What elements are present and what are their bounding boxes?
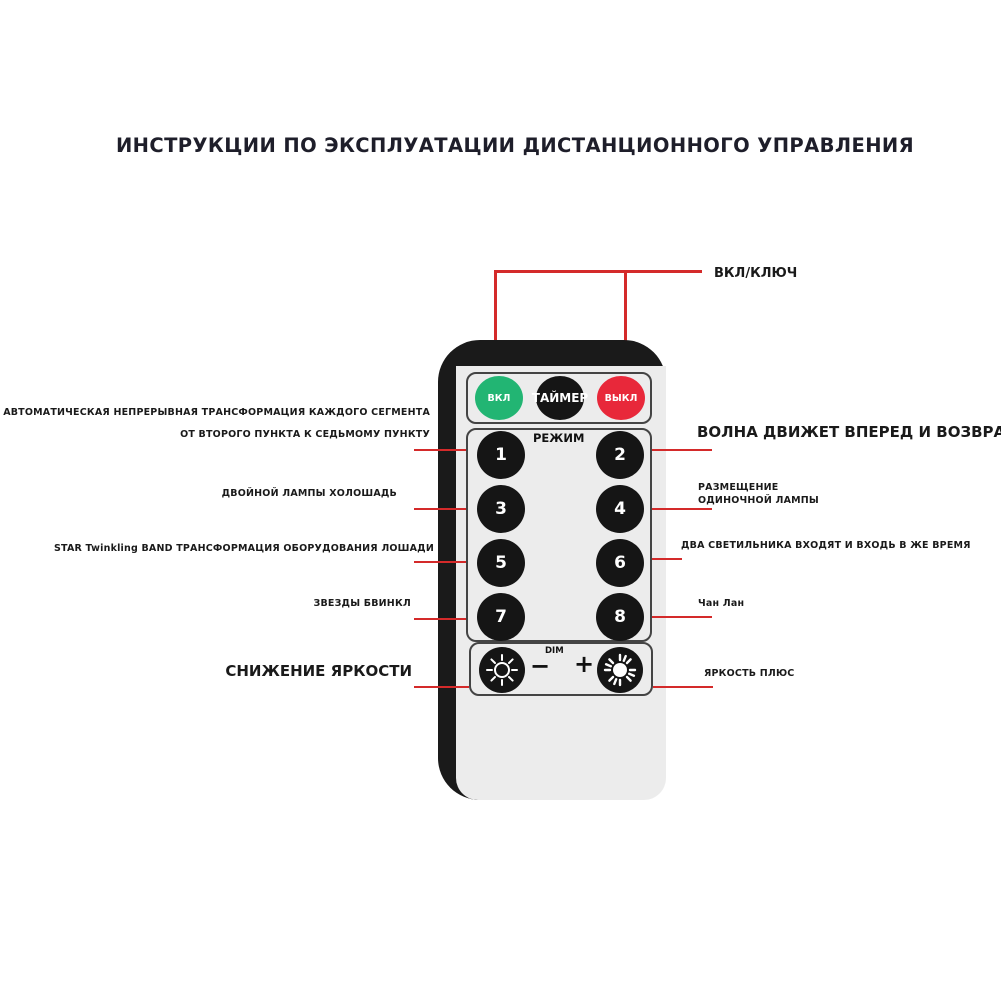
sun-filled-icon [603, 653, 637, 687]
label-bright-up: ЯРКОСТЬ ПЛЮС [704, 668, 795, 679]
on-button[interactable]: ВКЛ [475, 376, 523, 420]
label-mode5: STAR Twinkling BAND ТРАНСФОРМАЦИЯ ОБОРУД… [53, 543, 434, 554]
minus-sign: − [530, 652, 551, 680]
on-button-label: ВКЛ [487, 392, 511, 404]
label-on-key: ВКЛ/КЛЮЧ [714, 266, 798, 281]
label-mode3: ДВОЙНОЙ ЛАМПЫ ХОЛОШАДЬ [221, 488, 397, 499]
line-bright-up [653, 686, 713, 688]
dim-label: DIM [545, 646, 564, 656]
line-mode5 [414, 561, 466, 563]
mode-button-6[interactable]: 6 [596, 539, 644, 587]
mode-button-2[interactable]: 2 [596, 431, 644, 479]
timer-button-label: ТАЙМЕР [531, 391, 589, 405]
off-button[interactable]: ВЫКЛ [597, 376, 645, 420]
mode-button-3[interactable]: 3 [477, 485, 525, 533]
label-mode4-line2: ОДИНОЧНОЙ ЛАМПЫ [698, 495, 819, 506]
off-button-label: ВЫКЛ [604, 392, 638, 404]
line-mode8 [652, 616, 712, 618]
mode-button-5[interactable]: 5 [477, 539, 525, 587]
line-mode4 [652, 508, 712, 510]
mode-button-1[interactable]: 1 [477, 431, 525, 479]
label-mode2: ВОЛНА ДВИЖЕТ ВПЕРЕД И ВОЗВРАТ [697, 423, 1001, 441]
label-mode1-line1: АВТОМАТИЧЕСКАЯ НЕПРЕРЫВНАЯ ТРАНСФОРМАЦИЯ… [3, 407, 430, 418]
label-dim-down: СНИЖЕНИЕ ЯРКОСТИ [225, 662, 412, 680]
mode-button-4[interactable]: 4 [596, 485, 644, 533]
line-mode6 [652, 558, 682, 560]
label-mode6: ДВА СВЕТИЛЬНИКА ВХОДЯТ И ВХОДЬ В ЖЕ ВРЕМ… [681, 540, 971, 551]
label-mode7: ЗВЕЗДЫ БВИНКЛ [313, 598, 411, 609]
label-mode8: Чан Лан [698, 598, 745, 609]
power-bracket-top-line [494, 270, 702, 273]
mode-button-8[interactable]: 8 [596, 593, 644, 641]
power-bracket-left-line [494, 270, 497, 382]
mode-label: РЕЖИМ [533, 431, 585, 445]
line-mode3 [414, 508, 466, 510]
page-title: ИНСТРУКЦИИ ПО ЭКСПЛУАТАЦИИ ДИСТАНЦИОННОГ… [115, 134, 915, 157]
mode-button-7[interactable]: 7 [477, 593, 525, 641]
line-mode2 [652, 449, 712, 451]
label-mode1-line2: ОТ ВТОРОГО ПУНКТА К СЕДЬМОМУ ПУНКТУ [180, 429, 430, 440]
power-bracket-right-line [624, 270, 627, 382]
sun-outline-icon [486, 654, 518, 686]
label-mode4-line1: РАЗМЕЩЕНИЕ [698, 482, 779, 493]
plus-sign: + [574, 650, 595, 678]
line-dim-down [414, 686, 469, 688]
timer-button[interactable]: ТАЙМЕР [532, 376, 588, 420]
bright-up-button[interactable] [597, 647, 643, 693]
line-mode1 [414, 449, 466, 451]
line-mode7 [414, 618, 466, 620]
dim-down-button[interactable] [479, 647, 525, 693]
